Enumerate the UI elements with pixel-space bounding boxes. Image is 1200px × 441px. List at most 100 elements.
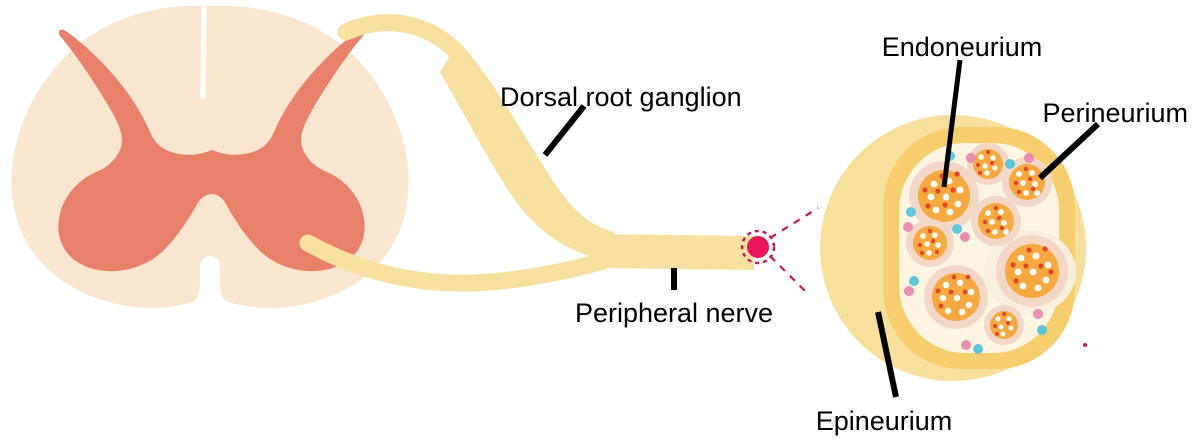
axon	[917, 242, 923, 248]
axon	[1029, 170, 1035, 176]
axon	[1032, 181, 1038, 187]
peripheral-nerve-trunk	[596, 234, 754, 270]
axon	[975, 162, 981, 168]
axon	[939, 294, 947, 302]
nerve-cross-section-group	[820, 115, 1086, 381]
axon	[989, 160, 995, 166]
fascicle	[924, 265, 988, 329]
axon	[1006, 316, 1012, 322]
axon	[1038, 263, 1044, 269]
magnifier-dashed-ring	[740, 229, 776, 265]
axon	[962, 289, 968, 295]
gray-matter-butterfly	[58, 29, 365, 272]
axon	[1044, 261, 1052, 269]
magnifier-ray-upper	[769, 207, 819, 239]
axon	[1001, 220, 1007, 226]
axon	[1023, 190, 1029, 196]
axon	[926, 250, 932, 256]
magnifier-speck-right	[1083, 343, 1087, 347]
axon	[946, 208, 954, 216]
axon	[942, 193, 950, 201]
axon	[935, 188, 941, 194]
axon	[956, 186, 964, 194]
axon	[965, 301, 973, 309]
axon	[978, 154, 984, 160]
axon	[922, 187, 928, 193]
axon	[925, 203, 931, 209]
interstitial-dot	[966, 153, 976, 163]
axon	[942, 281, 950, 289]
axon	[1003, 229, 1009, 235]
axon	[1029, 268, 1037, 276]
interstitial-dot	[1037, 325, 1047, 335]
ventral-root	[299, 234, 623, 292]
interstitial-dot	[960, 232, 970, 242]
axon	[967, 288, 975, 296]
axon	[985, 210, 991, 216]
axon	[1019, 282, 1027, 290]
axon	[982, 219, 988, 225]
axon	[938, 303, 944, 309]
axon	[954, 200, 962, 208]
axon	[999, 225, 1005, 231]
axon	[998, 209, 1004, 215]
axon	[930, 238, 936, 244]
axon	[944, 307, 952, 315]
axon	[1020, 180, 1026, 186]
axon	[935, 288, 941, 294]
axon	[1006, 321, 1010, 325]
axon	[977, 170, 983, 176]
axon	[948, 289, 954, 295]
axon	[924, 241, 930, 247]
leader-line-endoneurium	[941, 59, 963, 188]
fascicle	[971, 196, 1021, 246]
axon	[927, 228, 933, 234]
axon	[1030, 186, 1036, 192]
axon	[951, 274, 957, 280]
axon	[984, 170, 990, 176]
axon	[930, 180, 938, 188]
fascicle	[909, 161, 979, 231]
axon	[1048, 269, 1054, 275]
nerve-roots-group	[299, 14, 754, 292]
axon	[919, 250, 925, 256]
axon	[954, 171, 960, 177]
axon	[1016, 189, 1022, 195]
fascicle	[906, 219, 954, 267]
axon	[932, 206, 940, 214]
interstitial-dot	[1005, 159, 1015, 169]
axon	[1034, 190, 1040, 196]
interstitial-dot	[1024, 153, 1034, 163]
interstitial-dot	[903, 222, 913, 232]
axon	[1008, 325, 1014, 331]
axon	[992, 165, 998, 171]
interstitial-dot	[961, 340, 971, 350]
axon	[989, 219, 995, 225]
spinal-cord-group	[11, 3, 409, 308]
axon	[992, 229, 998, 235]
axon	[934, 249, 940, 255]
fascicle	[984, 305, 1024, 345]
interstitial-dot	[1033, 309, 1043, 319]
axon	[1013, 180, 1019, 186]
axon	[995, 316, 1001, 322]
label-endoneurium: Endoneurium	[882, 32, 1043, 62]
axon	[1002, 312, 1006, 316]
axon	[965, 274, 971, 280]
axon	[1042, 276, 1050, 284]
axon	[985, 228, 991, 234]
dorsal-median-sulcus	[200, 3, 207, 99]
leader-line-epineurium	[875, 311, 899, 398]
axon	[985, 149, 991, 155]
axon	[958, 308, 966, 316]
axon	[998, 324, 1004, 330]
axon	[990, 155, 996, 161]
magnifier-ray-lower	[769, 255, 807, 293]
axon	[1034, 284, 1042, 292]
interstitial-dot	[909, 276, 919, 286]
axon	[995, 332, 999, 336]
axon	[993, 324, 997, 328]
axon	[1016, 171, 1022, 177]
interstitial-dot	[973, 344, 983, 354]
